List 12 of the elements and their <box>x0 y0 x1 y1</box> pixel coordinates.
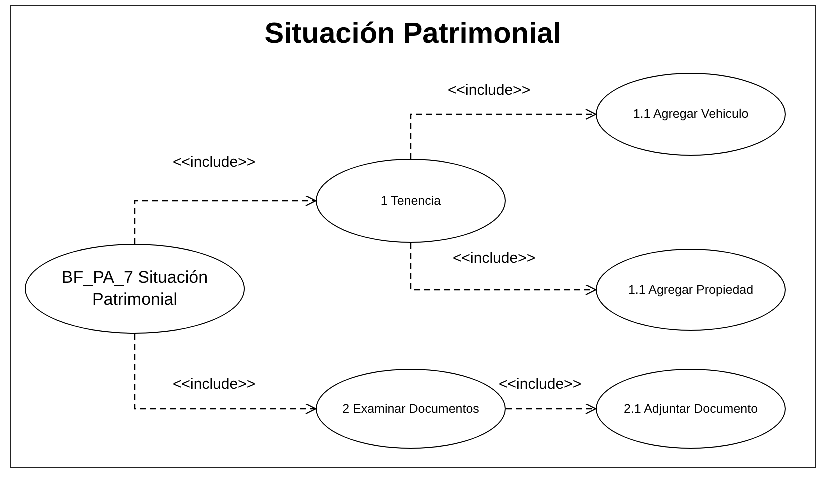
include-arrow <box>134 195 317 244</box>
diagram-title: Situación Patrimonial <box>264 18 562 51</box>
include-arrow <box>410 243 597 296</box>
use-case-name: BF_PA_7 Situación Patrimonial <box>60 266 210 311</box>
include-arrow <box>134 334 317 415</box>
include-arrow <box>506 403 597 415</box>
use-case-name: 1 Tenencia <box>380 192 442 210</box>
use-case-name: 2 Examinar Documentos <box>342 400 480 418</box>
use-case-name: 1.1 Agregar Vehiculo <box>633 106 749 123</box>
include-arrow <box>410 108 597 159</box>
use-case-name: 1.1 Agregar Propiedad <box>628 282 754 298</box>
use-case-name: 2.1 Adjuntar Documento <box>624 400 758 418</box>
